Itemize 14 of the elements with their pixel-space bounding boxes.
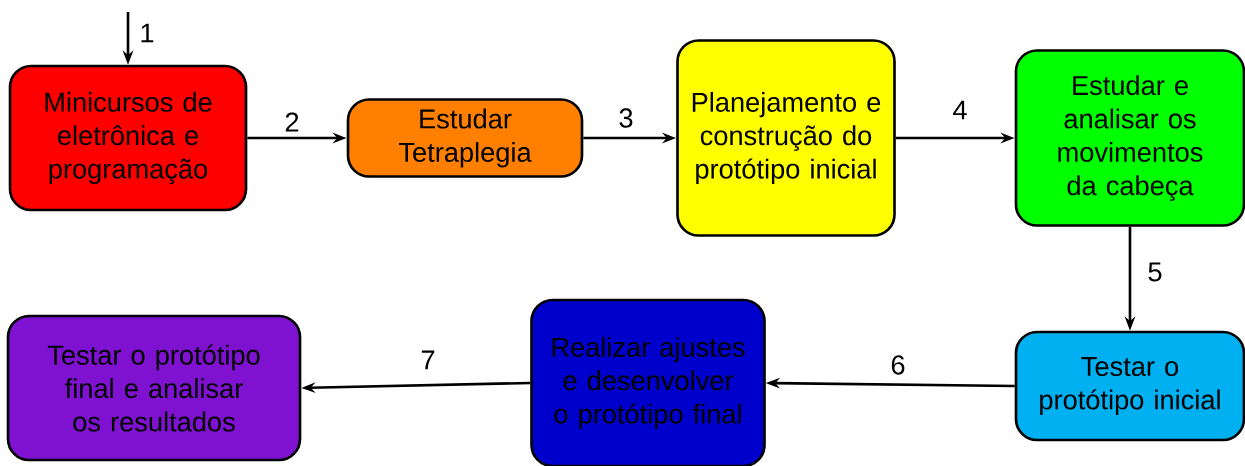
edge-label: 2 [285,112,299,132]
process-box: Realizar ajustes e desenvolver o protótipo final [530,298,766,466]
process-box: Testar o protótipo final e analisar os resultados [6,314,302,462]
edge-label: 5 [1148,262,1162,282]
process-box: Planejamento e construção do protótipo inicial [676,39,896,237]
edge-label: 6 [891,355,905,375]
process-box: Estudar e analisar os movimentos da cabeça [1014,49,1245,227]
edge-label: 3 [619,108,633,128]
process-box: Testar o protótipo inicial [1014,330,1245,442]
process-box: Estudar Tetraplegia [346,98,584,178]
edge-label: 1 [141,23,154,43]
edge-label: 7 [421,350,435,370]
edge-label: 4 [953,100,967,120]
process-box: Minicursos de eletrônica e programação [8,64,248,212]
